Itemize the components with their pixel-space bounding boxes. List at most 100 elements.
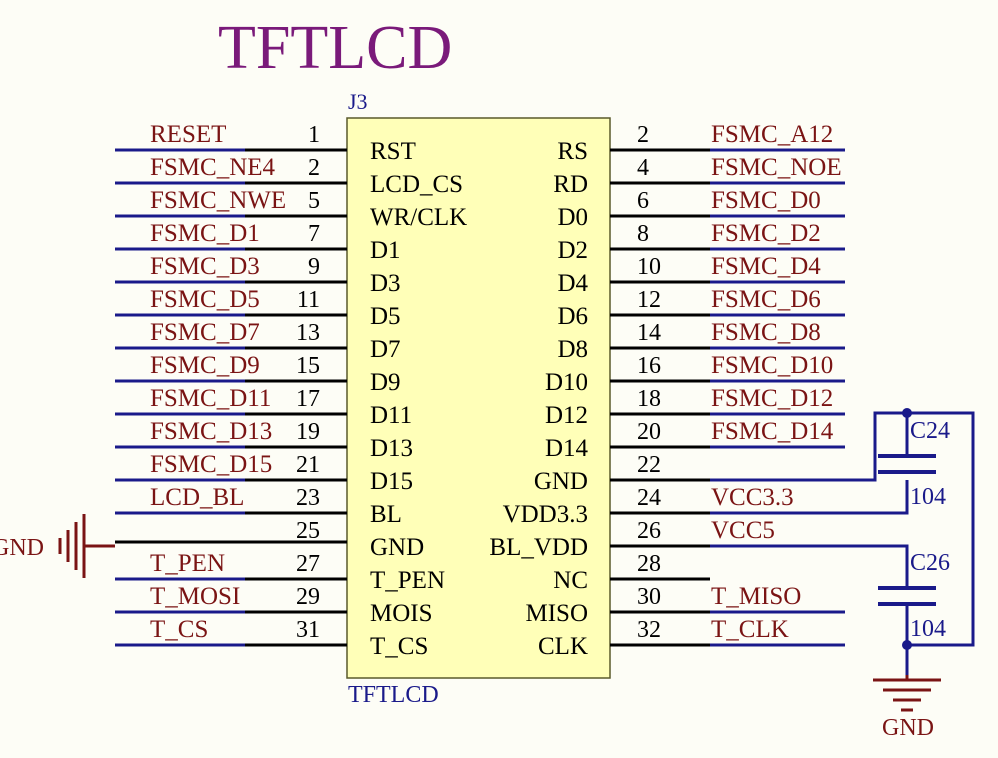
net-vcc5-label: VCC5: [711, 517, 775, 544]
pin-number-5: 5: [308, 188, 320, 214]
net-t_miso-label: T_MISO: [711, 583, 801, 610]
wires: [710, 408, 975, 675]
pin-number-26: 26: [637, 518, 661, 544]
pin-name-mois: MOIS: [370, 600, 433, 627]
pin-name-d0: D0: [557, 204, 588, 231]
pin-number-1: 1: [308, 122, 320, 148]
net-fsmc_d14-label: FSMC_D14: [711, 418, 834, 445]
net-fsmc_d0-label: FSMC_D0: [711, 187, 821, 214]
pin-name-d10: D10: [545, 369, 588, 396]
ground-label-bottom: GND: [882, 715, 934, 741]
pin-number-25: 25: [296, 518, 320, 544]
wire-gnd-rail: [710, 411, 975, 647]
pin-name-d6: D6: [557, 303, 588, 330]
pin-name-clk: CLK: [538, 633, 588, 660]
pin-name-lcd-cs: LCD_CS: [370, 171, 463, 198]
pin-number-19: 19: [296, 419, 320, 445]
pin-name-rd: RD: [553, 171, 588, 198]
pin-number-15: 15: [296, 353, 320, 379]
net-fsmc_d9-label: FSMC_D9: [150, 352, 260, 379]
wire-vcc3v3-to-c24: [710, 480, 909, 515]
pin-number-32: 32: [637, 617, 661, 643]
pin-name-d7: D7: [370, 336, 401, 363]
pin-number-30: 30: [637, 584, 661, 610]
capacitor-designator: C24: [910, 418, 950, 444]
net-fsmc_d2-label: FSMC_D2: [711, 220, 821, 247]
capacitor-value: 104: [910, 616, 946, 642]
pin-number-22: 22: [637, 452, 661, 478]
net-fsmc_d4-label: FSMC_D4: [711, 253, 821, 280]
pin-name-gnd: GND: [534, 468, 588, 495]
pin-name-rs: RS: [557, 138, 588, 165]
pin-number-13: 13: [296, 320, 320, 346]
pin-number-29: 29: [296, 584, 320, 610]
net-fsmc_d12-label: FSMC_D12: [711, 385, 833, 412]
ground-symbols: GND GND: [0, 514, 941, 741]
pin-number-7: 7: [308, 221, 320, 247]
pin-number-6: 6: [637, 188, 649, 214]
net-vcc3.3-label: VCC3.3: [711, 484, 794, 511]
pin-name-d12: D12: [545, 402, 588, 429]
pin-name-d2: D2: [557, 237, 588, 264]
pin-number-28: 28: [637, 551, 661, 577]
junction-c24: [902, 408, 912, 418]
pin-name-bl: BL: [370, 501, 402, 528]
pin-number-23: 23: [296, 485, 320, 511]
net-t_cs-label: T_CS: [150, 616, 208, 643]
pin-name-d13: D13: [370, 435, 413, 462]
pin-name-wr-clk: WR/CLK: [370, 204, 467, 231]
capacitor-designator: C26: [910, 550, 950, 576]
net-lcd_bl-label: LCD_BL: [150, 484, 244, 511]
net-t_pen-label: T_PEN: [150, 550, 225, 577]
pin-name-d8: D8: [557, 336, 588, 363]
connector-body: [346, 117, 611, 679]
pin-name-d1: D1: [370, 237, 401, 264]
pin-number-21: 21: [296, 452, 320, 478]
pin-number-27: 27: [296, 551, 320, 577]
pin-number-12: 12: [637, 287, 661, 313]
component-comment: TFTLCD: [348, 682, 439, 708]
pin-name-d3: D3: [370, 270, 401, 297]
net-fsmc_d10-label: FSMC_D10: [711, 352, 833, 379]
pin-number-10: 10: [637, 254, 661, 280]
pin-number-8: 8: [637, 221, 649, 247]
ground-label-left: GND: [0, 535, 44, 561]
net-reset-label: RESET: [150, 121, 226, 148]
net-fsmc_d3-label: FSMC_D3: [150, 253, 260, 280]
pin-name-t-cs: T_CS: [370, 633, 428, 660]
pin-number-9: 9: [308, 254, 320, 280]
pin-number-2: 2: [637, 122, 649, 148]
pin-number-11: 11: [297, 287, 320, 313]
pin-number-17: 17: [296, 386, 320, 412]
pin-name-nc: NC: [553, 567, 588, 594]
pin-name-d15: D15: [370, 468, 413, 495]
wire-vcc5-to-c26: [710, 544, 909, 588]
net-fsmc_d15-label: FSMC_D15: [150, 451, 272, 478]
pin-name-d14: D14: [545, 435, 589, 462]
pin-name-bl-vdd: BL_VDD: [489, 534, 588, 561]
schematic-title: TFTLCD: [218, 14, 452, 82]
pin-number-24: 24: [637, 485, 661, 511]
pin-number-4: 4: [637, 155, 649, 181]
pin-name-t-pen: T_PEN: [370, 567, 445, 594]
pin-name-d4: D4: [557, 270, 588, 297]
net-fsmc_d1-label: FSMC_D1: [150, 220, 260, 247]
net-t_mosi-label: T_MOSI: [150, 583, 240, 610]
net-fsmc_d7-label: FSMC_D7: [150, 319, 260, 346]
net-t_clk-label: T_CLK: [711, 616, 789, 643]
junction-c26: [902, 640, 912, 650]
pin-number-20: 20: [637, 419, 661, 445]
pin-name-gnd: GND: [370, 534, 424, 561]
pin-number-2: 2: [308, 155, 320, 181]
net-fsmc_nwe-label: FSMC_NWE: [150, 187, 286, 214]
pin-number-16: 16: [637, 353, 661, 379]
net-fsmc_d8-label: FSMC_D8: [711, 319, 821, 346]
component-designator: J3: [348, 89, 368, 114]
net-fsmc_d6-label: FSMC_D6: [711, 286, 821, 313]
pin-number-31: 31: [296, 617, 320, 643]
pin-number-14: 14: [637, 320, 661, 346]
pin-name-rst: RST: [370, 138, 416, 165]
